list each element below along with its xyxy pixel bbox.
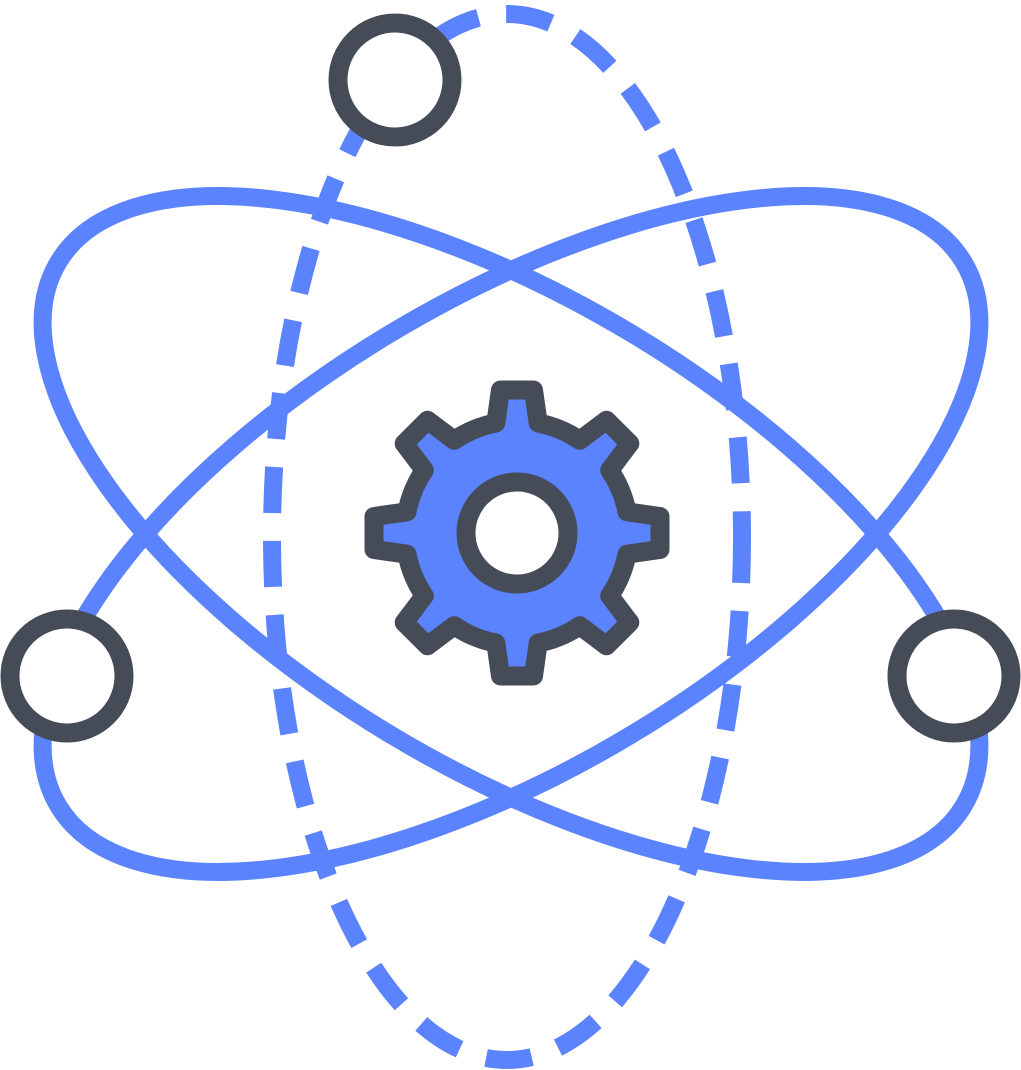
orbit-ellipse-descending xyxy=(33,187,989,881)
electron-right xyxy=(887,609,1021,743)
dashed-vertical-orbit xyxy=(263,5,751,1069)
gear-hub xyxy=(456,472,578,594)
electron-left xyxy=(0,609,134,743)
orbit-ellipse-ascending xyxy=(33,187,989,881)
electron-top xyxy=(328,13,462,147)
